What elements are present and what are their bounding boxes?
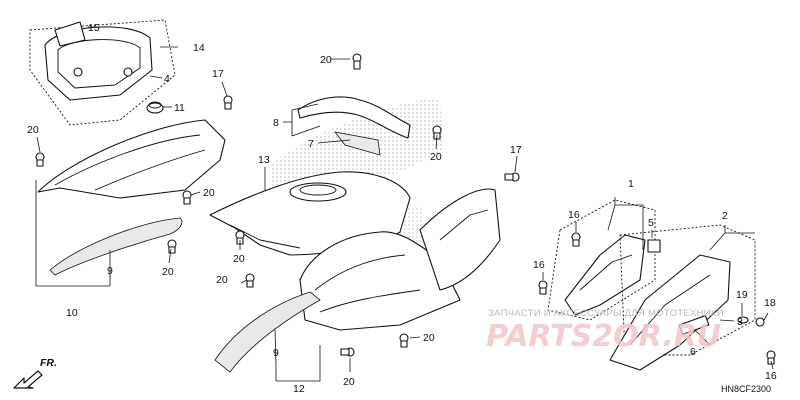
bracket-assembly-14 [29, 19, 176, 126]
grommet-11 [146, 101, 164, 114]
callout-20: 20 [27, 124, 39, 136]
callout-8: 8 [273, 117, 279, 129]
callout-4: 4 [164, 73, 170, 85]
bolt-icon [182, 190, 192, 205]
callout-16: 16 [765, 370, 777, 382]
callout-17: 17 [510, 144, 522, 156]
callout-1: 1 [628, 178, 634, 190]
clip-icon [352, 53, 362, 70]
lower-strip-9 [214, 291, 321, 373]
callout-13: 13 [258, 154, 270, 166]
callout-20: 20 [233, 253, 245, 265]
callout-20: 20 [216, 274, 228, 286]
bolt-icon [538, 280, 548, 295]
callout-11: 11 [174, 102, 185, 114]
side-cover-right-2 [609, 224, 756, 371]
arrow-icon [13, 370, 43, 389]
callout-16: 16 [568, 209, 580, 221]
bolt-icon [504, 172, 520, 182]
callout-20: 20 [343, 376, 355, 388]
bolt-icon [571, 232, 581, 247]
callout-12: 12 [293, 383, 305, 395]
side-bracket-1 [547, 199, 656, 321]
washer-icon [737, 316, 749, 324]
callout-20: 20 [423, 332, 435, 344]
direction-label: FR. [40, 357, 57, 369]
callout-16: 16 [533, 259, 545, 271]
clip-icon [167, 239, 177, 254]
callout-20: 20 [430, 151, 442, 163]
watermark-brand: PARTS2OR.RU [486, 319, 721, 354]
front-cowl-12 [299, 188, 501, 331]
clip-icon [399, 333, 409, 348]
callout-10: 10 [66, 307, 78, 319]
callout-9: 9 [273, 347, 279, 359]
callout-19: 19 [736, 289, 748, 301]
callout-2: 2 [722, 210, 728, 222]
bolt-icon [223, 95, 233, 110]
callout-20: 20 [320, 54, 332, 66]
tank-cover-13 [209, 171, 411, 256]
callout-15: 15 [88, 22, 100, 34]
callout-20: 20 [162, 266, 174, 278]
callout-9: 9 [107, 265, 113, 277]
callouts: 15 14 4 11 17 20 20 8 7 20 13 20 17 9 10… [27, 22, 777, 395]
callout-17: 17 [212, 68, 224, 80]
bolt-icon [35, 152, 45, 167]
nut-icon [647, 239, 661, 253]
callout-18: 18 [764, 297, 776, 309]
callout-5: 5 [648, 217, 654, 229]
bolt-icon [340, 347, 355, 357]
watermark: ЗАПЧАСТИ И АКСЕССУАРЫ ДЛЯ МОТОТЕХНИКИ PA… [486, 308, 724, 354]
watermark-subtitle: ЗАПЧАСТИ И АКСЕССУАРЫ ДЛЯ МОТОТЕХНИКИ [488, 308, 724, 319]
callout-3: 3 [737, 316, 743, 328]
front-direction-indicator: FR. [13, 357, 57, 389]
callout-7: 7 [308, 138, 314, 150]
leader-lines [35, 26, 774, 382]
callout-20: 20 [203, 187, 215, 199]
side-cover-left-10 [37, 119, 226, 276]
callout-6: 6 [690, 346, 696, 358]
drawing-code: HN8CF2300 [721, 384, 771, 394]
washer-icon [755, 317, 765, 327]
callout-14: 14 [193, 42, 205, 54]
clip-icon [245, 273, 255, 288]
